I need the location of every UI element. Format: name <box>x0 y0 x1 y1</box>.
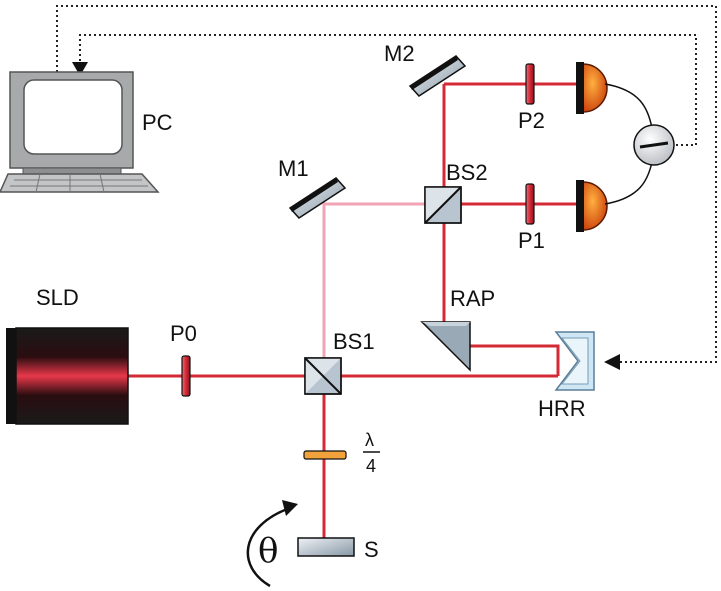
signal-line-outer-loop <box>56 5 717 363</box>
signal-lines <box>56 5 717 363</box>
subtractor-icon <box>633 124 675 166</box>
beam-splitter-bs2 <box>424 186 462 224</box>
right-angle-prism-rap <box>420 321 471 372</box>
label-m2: M2 <box>384 41 415 66</box>
label-quarter-wave: λ 4 <box>363 430 380 476</box>
sld-source <box>6 327 129 425</box>
sample-s <box>297 537 355 557</box>
beam-weak-bs1-m1-bs2 <box>322 202 444 376</box>
label-p1: P1 <box>518 228 545 253</box>
label-lambda: λ <box>365 430 374 450</box>
rotation-arrow-icon <box>246 500 298 588</box>
arrowhead-to-pc <box>72 62 88 76</box>
photodiode-icon <box>576 62 608 114</box>
label-p2: P2 <box>518 108 545 133</box>
label-sld: SLD <box>36 285 79 310</box>
label-theta: θ <box>258 531 278 571</box>
beam-paths <box>128 82 580 538</box>
label-p0: P0 <box>170 321 197 346</box>
hollow-roof-reflector-hrr <box>554 331 595 391</box>
label-pc: PC <box>142 110 173 135</box>
photodiode-icon <box>576 180 608 232</box>
mirror-m2 <box>408 55 467 97</box>
signal-line-subtractor-to-pc <box>79 34 697 146</box>
label-bs2: BS2 <box>446 160 488 185</box>
quarter-wave-plate <box>303 450 347 460</box>
label-four: 4 <box>366 456 376 476</box>
arrowhead-to-hrr <box>604 354 620 370</box>
computer-icon <box>0 71 160 193</box>
mirror-m1 <box>288 177 347 219</box>
label-bs1: BS1 <box>333 329 375 354</box>
label-hrr: HRR <box>538 396 586 421</box>
label-s: S <box>364 537 379 562</box>
label-rap: RAP <box>450 286 495 311</box>
polarizer-p2 <box>525 63 535 105</box>
detector-wires <box>604 83 653 205</box>
beam-splitter-bs1 <box>304 357 342 395</box>
label-m1: M1 <box>278 156 309 181</box>
beam-hrr-to-rap <box>468 344 560 376</box>
polarizer-p0 <box>181 355 191 397</box>
polarizer-p1 <box>525 183 535 225</box>
